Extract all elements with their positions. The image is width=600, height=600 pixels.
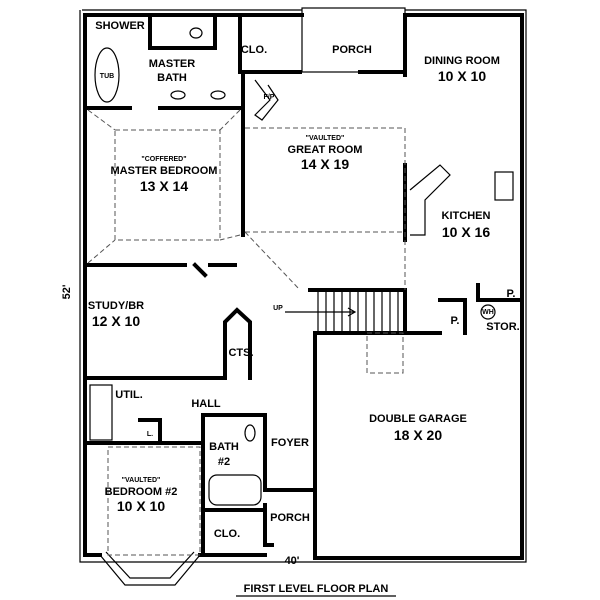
bath2-label: BATH bbox=[209, 441, 239, 453]
pantry-label-2: P. bbox=[451, 315, 460, 327]
stairs-arrow bbox=[285, 307, 357, 317]
range-icon bbox=[494, 171, 514, 201]
fixtures bbox=[89, 27, 514, 506]
toilet-icon bbox=[189, 27, 203, 39]
pantry-label: P. bbox=[507, 288, 516, 300]
hall-label: HALL bbox=[191, 398, 221, 410]
fireplace bbox=[254, 79, 279, 121]
dining-room-label: DINING ROOM bbox=[424, 55, 500, 67]
study-label: STUDY/BR bbox=[88, 300, 144, 312]
width-dimension: 40' bbox=[285, 555, 300, 567]
master-bath-label-2: BATH bbox=[157, 72, 187, 84]
bedroom2-label: BEDROOM #2 bbox=[105, 486, 178, 498]
washer-dryer bbox=[89, 384, 113, 441]
sink-icon bbox=[170, 90, 186, 100]
great-room-size: 14 X 19 bbox=[301, 156, 349, 172]
great-room-note: "VAULTED" bbox=[306, 135, 345, 142]
ceiling-lines bbox=[87, 109, 406, 556]
depth-dimension: 52' bbox=[61, 284, 73, 299]
closet-label-2: CLO. bbox=[214, 528, 240, 540]
bathtub-icon bbox=[208, 474, 262, 506]
bedroom2-note: "VAULTED" bbox=[122, 477, 161, 484]
fireplace-label: F/P bbox=[264, 94, 275, 101]
plan-title: FIRST LEVEL FLOOR PLAN bbox=[244, 583, 389, 595]
water-heater-icon bbox=[480, 304, 496, 320]
kitchen-size: 10 X 16 bbox=[442, 224, 490, 240]
cts-label: CTS. bbox=[228, 347, 253, 359]
util-label: UTIL. bbox=[115, 389, 143, 401]
garage-size: 18 X 20 bbox=[394, 427, 442, 443]
shower-label: SHOWER bbox=[95, 20, 145, 32]
master-bedroom-size: 13 X 14 bbox=[140, 178, 188, 194]
garage-label: DOUBLE GARAGE bbox=[369, 413, 467, 425]
tub-label: TUB bbox=[100, 73, 114, 80]
foyer-label: FOYER bbox=[271, 437, 309, 449]
bath2-label-2: #2 bbox=[218, 456, 230, 468]
dining-room-size: 10 X 10 bbox=[438, 68, 486, 84]
water-heater-label: WH bbox=[482, 309, 494, 316]
kitchen-label: KITCHEN bbox=[442, 210, 491, 222]
bay-window bbox=[99, 551, 201, 586]
stairs-up-label: UP bbox=[273, 305, 283, 312]
kitchen-island bbox=[409, 164, 451, 236]
sink-icon bbox=[210, 90, 226, 100]
porch-label-2: PORCH bbox=[270, 512, 310, 524]
master-bath-label: MASTER bbox=[149, 58, 196, 70]
great-room-label: GREAT ROOM bbox=[288, 144, 363, 156]
bedroom2-size: 10 X 10 bbox=[117, 498, 165, 514]
room-labels: SHOWER TUB MASTER BATH CLO. PORCH DINING… bbox=[88, 20, 520, 540]
toilet-icon bbox=[244, 424, 256, 442]
porch-label: PORCH bbox=[332, 44, 372, 56]
master-bedroom-label: MASTER BEDROOM bbox=[111, 165, 218, 177]
tub-icon bbox=[94, 47, 120, 103]
master-bedroom-note: "COFFERED" bbox=[141, 156, 186, 163]
closet-label: CLO. bbox=[241, 44, 267, 56]
study-size: 12 X 10 bbox=[92, 313, 140, 329]
storage-label: STOR. bbox=[486, 321, 519, 333]
linen-label: L. bbox=[147, 431, 153, 438]
